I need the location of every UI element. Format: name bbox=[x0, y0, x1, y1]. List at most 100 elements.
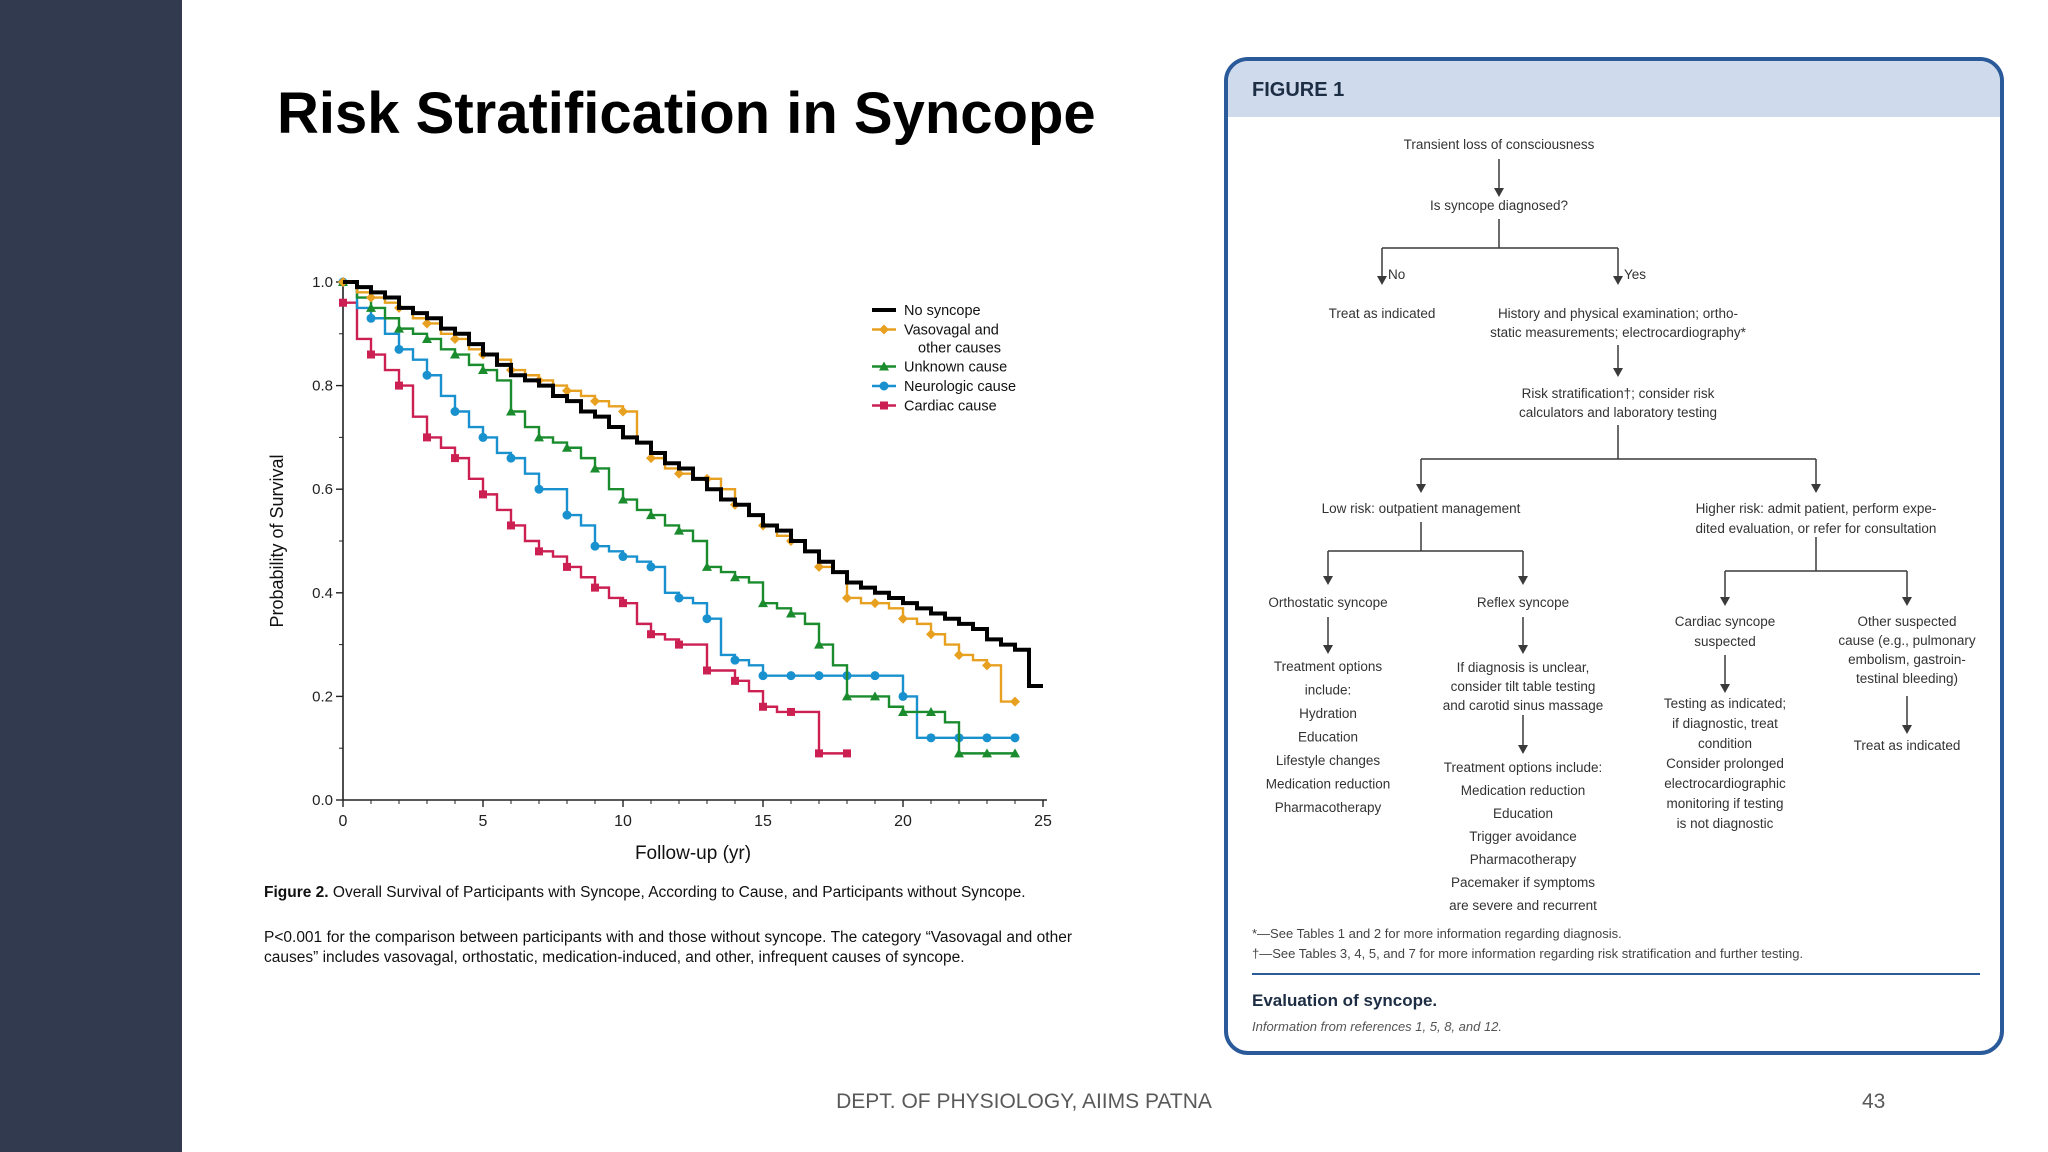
data-point-neurologic-cause bbox=[562, 510, 572, 520]
data-point-neurologic-cause bbox=[422, 370, 432, 380]
data-point-vasovagal-and-other-causes bbox=[870, 598, 880, 609]
data-point-vasovagal-and-other-causes bbox=[618, 406, 628, 417]
data-point-unknown-cause bbox=[618, 494, 628, 504]
x-tick-label: 0 bbox=[339, 813, 348, 830]
series-line-no-syncope bbox=[343, 280, 1043, 689]
data-point-unknown-cause bbox=[478, 365, 488, 375]
arrow-head bbox=[1902, 725, 1912, 734]
y-tick-label: 0.2 bbox=[312, 688, 333, 705]
data-point-neurologic-cause bbox=[618, 552, 628, 562]
data-point-neurologic-cause bbox=[702, 614, 712, 624]
data-point-unknown-cause bbox=[898, 706, 908, 716]
legend-marker-unknown-cause bbox=[879, 361, 889, 371]
arrow-head bbox=[1377, 276, 1387, 285]
risk-stratification-node: Risk stratification†; consider risk bbox=[1522, 386, 1715, 401]
orthostatic-treatment: Pharmacotherapy bbox=[1275, 800, 1382, 815]
cardiac-testing: electrocardiographic bbox=[1664, 776, 1786, 791]
data-point-neurologic-cause bbox=[366, 313, 376, 323]
data-point-vasovagal-and-other-causes bbox=[982, 660, 992, 671]
arrow-head bbox=[1323, 576, 1333, 585]
arrow-head bbox=[1720, 684, 1730, 693]
reflex-treatment: Medication reduction bbox=[1461, 783, 1586, 798]
start-node: Transient loss of consciousness bbox=[1404, 137, 1595, 152]
data-point-vasovagal-and-other-causes bbox=[898, 613, 908, 624]
legend-label: other causes bbox=[918, 341, 1001, 357]
yes-label: Yes bbox=[1624, 267, 1646, 282]
sidebar-band bbox=[0, 0, 182, 1152]
data-point-cardiac-cause bbox=[787, 707, 795, 716]
arrow-head bbox=[1518, 645, 1528, 654]
data-point-vasovagal-and-other-causes bbox=[450, 333, 460, 344]
legend-label: No syncope bbox=[904, 303, 981, 319]
data-point-unknown-cause bbox=[366, 302, 376, 312]
orthostatic-treatment: Hydration bbox=[1299, 706, 1357, 721]
reflex-diagnosis: consider tilt table testing bbox=[1451, 679, 1596, 694]
data-point-neurologic-cause bbox=[730, 655, 740, 665]
chart-caption-note: P<0.001 for the comparison between parti… bbox=[264, 929, 1072, 966]
data-point-neurologic-cause bbox=[1010, 733, 1020, 743]
x-tick-label: 5 bbox=[479, 813, 488, 830]
data-point-neurologic-cause bbox=[506, 453, 516, 463]
legend-marker-vasovagal-and-other-causes bbox=[879, 324, 889, 335]
data-point-vasovagal-and-other-causes bbox=[1010, 696, 1020, 707]
data-point-neurologic-cause bbox=[674, 593, 684, 603]
data-point-cardiac-cause bbox=[619, 599, 627, 608]
data-point-cardiac-cause bbox=[815, 749, 823, 758]
data-point-unknown-cause bbox=[870, 691, 880, 701]
arrow-head bbox=[1613, 276, 1623, 285]
risk-stratification-node: calculators and laboratory testing bbox=[1519, 405, 1717, 420]
data-point-unknown-cause bbox=[422, 333, 432, 343]
data-point-neurologic-cause bbox=[758, 671, 768, 681]
other-cause-node: Other suspected bbox=[1857, 614, 1956, 629]
slide-footer: DEPT. OF PHYSIOLOGY, AIIMS PATNA bbox=[836, 1090, 1212, 1113]
y-tick-label: 0.8 bbox=[312, 378, 333, 395]
data-point-neurologic-cause bbox=[478, 432, 488, 442]
high-risk-node: Higher risk: admit patient, perform expe… bbox=[1696, 501, 1937, 516]
data-point-cardiac-cause bbox=[563, 562, 571, 571]
other-cause-node: embolism, gastroin- bbox=[1848, 652, 1966, 667]
data-point-cardiac-cause bbox=[759, 702, 767, 711]
legend-label: Vasovagal and bbox=[904, 323, 999, 339]
figure-header-bar bbox=[1228, 61, 2000, 117]
x-axis-label: Follow-up (yr) bbox=[635, 843, 751, 864]
orthostatic-treatment: Medication reduction bbox=[1266, 777, 1391, 792]
reflex-treatment: Pharmacotherapy bbox=[1470, 852, 1577, 867]
series-unknown-cause bbox=[338, 277, 1020, 758]
data-point-unknown-cause bbox=[702, 561, 712, 571]
syncope-flowchart: Transient loss of consciousness Is syncop… bbox=[1266, 137, 1976, 913]
arrow-head bbox=[1902, 597, 1912, 606]
data-point-vasovagal-and-other-causes bbox=[674, 468, 684, 479]
other-action-node: Treat as indicated bbox=[1854, 738, 1961, 753]
reflex-treatment: are severe and recurrent bbox=[1449, 898, 1597, 913]
legend-marker-neurologic-cause bbox=[879, 381, 889, 391]
cardiac-testing: if diagnostic, treat bbox=[1672, 716, 1778, 731]
chart-caption-title: Figure 2. Overall Survival of Participan… bbox=[264, 884, 1026, 901]
series-vasovagal-and-other-causes bbox=[338, 277, 1020, 707]
arrow-head bbox=[1494, 188, 1504, 197]
data-point-unknown-cause bbox=[954, 748, 964, 758]
history-node: History and physical examination; ortho- bbox=[1498, 306, 1738, 321]
reflex-treatment: Pacemaker if symptoms bbox=[1451, 875, 1595, 890]
data-point-cardiac-cause bbox=[507, 521, 515, 530]
data-point-cardiac-cause bbox=[339, 298, 347, 307]
series-line-unknown-cause bbox=[343, 280, 1015, 755]
data-point-cardiac-cause bbox=[647, 630, 655, 639]
decision-node: Is syncope diagnosed? bbox=[1430, 198, 1568, 213]
high-risk-node: dited evaluation, or refer for consultat… bbox=[1696, 521, 1937, 536]
cardiac-node: Cardiac syncope bbox=[1675, 614, 1776, 629]
x-tick-label: 15 bbox=[754, 813, 772, 830]
cardiac-testing: is not diagnostic bbox=[1677, 816, 1774, 831]
data-point-cardiac-cause bbox=[843, 749, 851, 758]
no-action-node: Treat as indicated bbox=[1329, 306, 1436, 321]
data-point-vasovagal-and-other-causes bbox=[366, 292, 376, 303]
series-line-neurologic-cause bbox=[343, 280, 1015, 740]
arrow-head bbox=[1811, 484, 1821, 493]
figure-divider bbox=[1252, 973, 1980, 975]
data-point-cardiac-cause bbox=[479, 490, 487, 499]
reflex-diagnosis: If diagnosis is unclear, bbox=[1457, 660, 1590, 675]
figure-label: FIGURE 1 bbox=[1252, 79, 1345, 101]
data-point-neurologic-cause bbox=[926, 733, 936, 743]
legend-label: Unknown cause bbox=[904, 360, 1007, 376]
cardiac-node: suspected bbox=[1694, 634, 1756, 649]
